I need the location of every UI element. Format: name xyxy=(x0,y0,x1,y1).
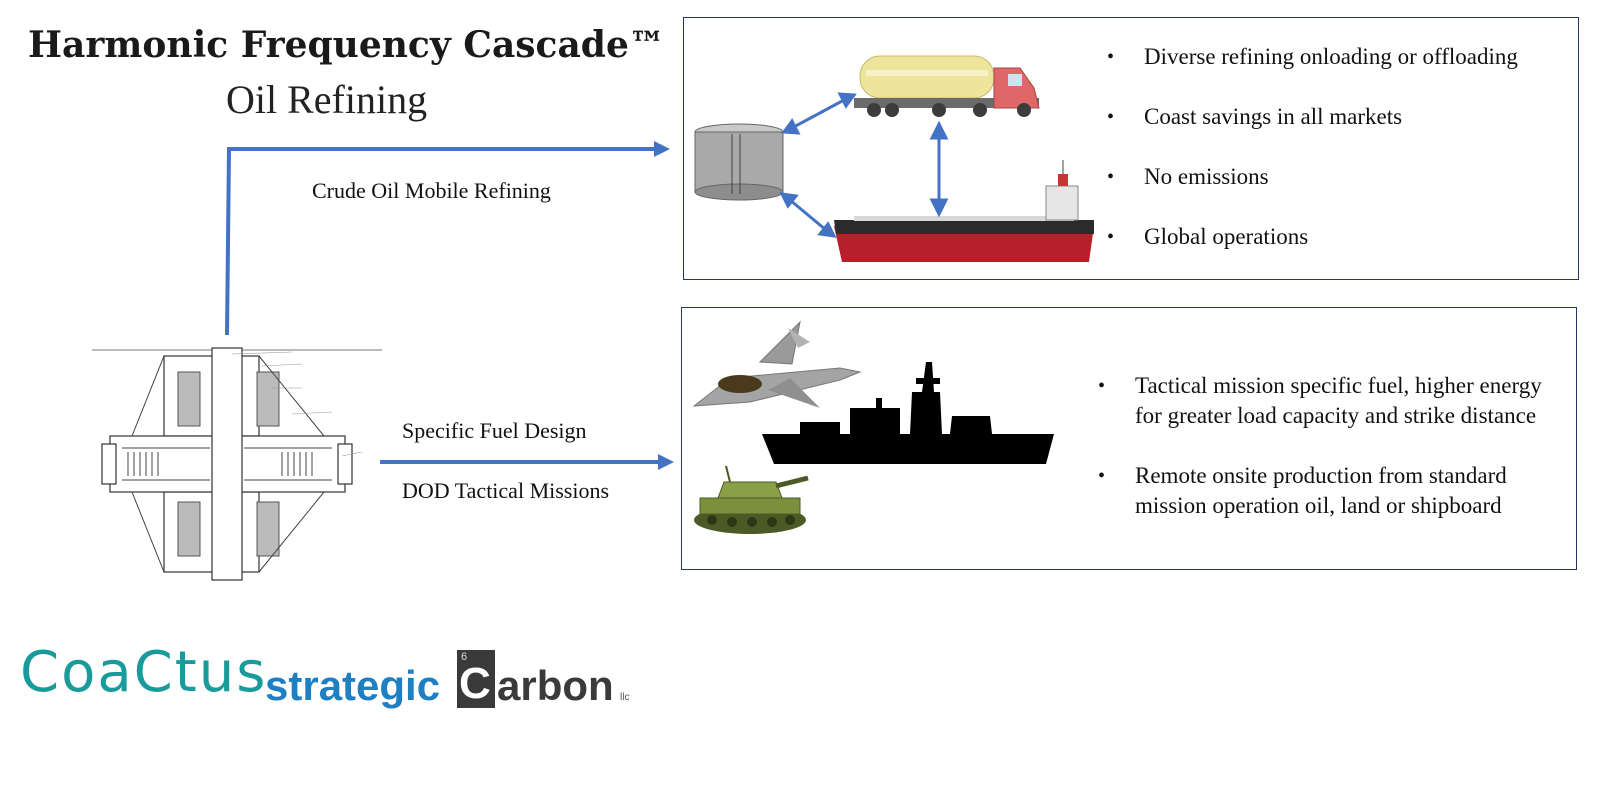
label-dod: DOD Tactical Missions xyxy=(402,478,610,503)
logistics-illustration xyxy=(694,55,1094,262)
carbon-logo-text: arbon xyxy=(497,662,614,709)
page-title: Harmonic Frequency Cascade™ xyxy=(28,24,665,66)
military-illustration xyxy=(692,320,1054,534)
label-crude-oil: Crude Oil Mobile Refining xyxy=(312,178,551,203)
refining-panel: •Diverse refining onloading or offloadin… xyxy=(683,17,1579,280)
label-specific-fuel: Specific Fuel Design xyxy=(402,418,587,443)
arrow-to-refining xyxy=(225,147,658,336)
list-item: •Global operations xyxy=(1107,224,1309,249)
strategic-logo-text: strategic xyxy=(265,662,441,709)
tactical-bullet-list: •Tactical mission specific fuel, higher … xyxy=(1095,371,1565,551)
carbon-atomic-number: 6 xyxy=(461,651,468,663)
tanker-truck-icon xyxy=(854,55,1040,117)
fighter-jet-icon xyxy=(692,320,862,408)
carbon-element-box: 6 C xyxy=(457,650,495,708)
list-item: •No emissions xyxy=(1107,164,1269,189)
list-item: •Tactical mission specific fuel, higher … xyxy=(1098,373,1542,428)
carbon-letter: C xyxy=(459,659,491,708)
list-item: •Diverse refining onloading or offloadin… xyxy=(1107,44,1518,69)
list-item: •Remote onsite production from standard … xyxy=(1098,463,1507,518)
storage-tank-icon xyxy=(694,123,784,201)
tank-icon xyxy=(694,465,809,534)
reactor-schematic xyxy=(92,347,382,581)
tactical-panel: •Tactical mission specific fuel, higher … xyxy=(681,307,1577,570)
tanker-ship-icon xyxy=(834,160,1094,262)
carbon-llc: llc xyxy=(620,692,630,703)
coactus-logo: CoaCtus xyxy=(20,640,268,705)
list-item: •Coast savings in all markets xyxy=(1107,104,1403,129)
refining-bullet-list: •Diverse refining onloading or offloadin… xyxy=(1104,42,1574,282)
page-subtitle: Oil Refining xyxy=(226,77,428,122)
warship-silhouette-icon xyxy=(762,362,1054,464)
